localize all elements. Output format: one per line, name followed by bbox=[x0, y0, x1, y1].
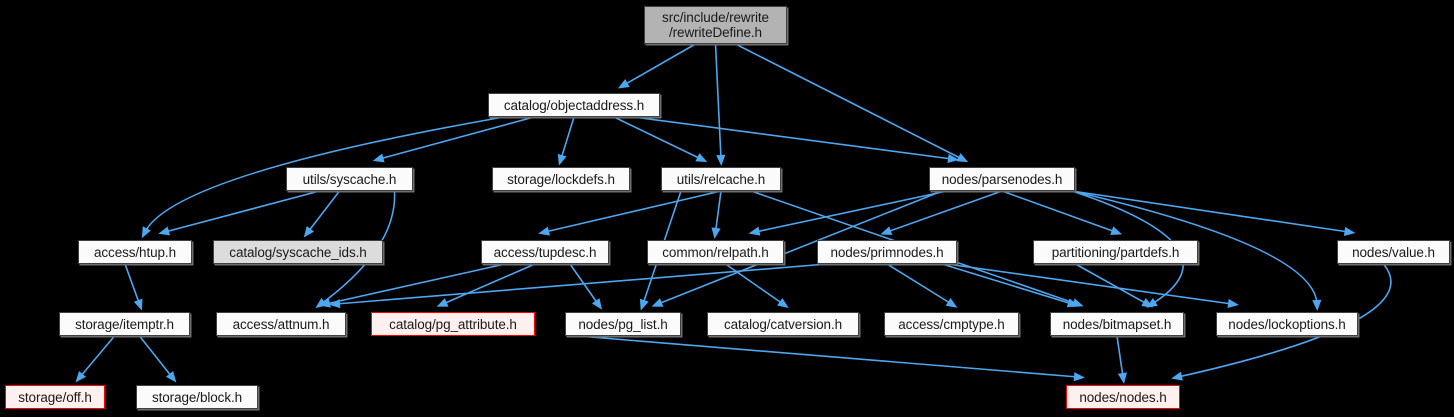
graph-edge-arrow bbox=[158, 227, 170, 236]
graph-edge-syscache-to-syscacheids bbox=[308, 191, 340, 232]
graph-edge-relcache-to-relpath bbox=[716, 191, 722, 232]
graph-edge-arrow bbox=[304, 226, 314, 238]
graph-node-attnum[interactable]: access/attnum.h bbox=[216, 312, 346, 336]
graph-node-cmptype[interactable]: access/cmptype.h bbox=[884, 312, 1019, 336]
graph-edge-arrow bbox=[592, 298, 602, 310]
graph-node-label: catalog/pg_attribute.h bbox=[389, 317, 517, 332]
graph-edge-arrow bbox=[1110, 226, 1122, 235]
graph-node-label: catalog/objectaddress.h bbox=[504, 98, 644, 113]
graph-edge-arrow bbox=[373, 154, 385, 163]
graph-edge-objectaddress-to-parsenodes bbox=[634, 117, 952, 159]
graph-node-root[interactable]: src/include/rewrite /rewriteDefine.h bbox=[644, 6, 787, 44]
graph-node-label: access/cmptype.h bbox=[898, 317, 1004, 332]
graph-edge-arrow bbox=[538, 227, 550, 236]
graph-edge-arrow bbox=[1074, 372, 1085, 381]
graph-edge-syscache-to-htup bbox=[165, 191, 320, 232]
graph-node-label: catalog/syscache_ids.h bbox=[229, 245, 366, 260]
graph-edge-root-to-parsenodes bbox=[736, 44, 963, 159]
graph-node-itemptr[interactable]: storage/itemptr.h bbox=[59, 312, 190, 336]
graph-edge-itemptr-to-off bbox=[80, 336, 115, 377]
graph-node-nodes[interactable]: nodes/nodes.h bbox=[1066, 385, 1180, 409]
graph-edge-arrow bbox=[166, 371, 176, 382]
graph-edge-root-to-objectaddress bbox=[624, 44, 696, 85]
graph-node-label: storage/lockdefs.h bbox=[507, 172, 615, 187]
graph-edge-parsenodes-to-value bbox=[1072, 191, 1349, 232]
graph-edge-arrow bbox=[651, 298, 663, 307]
graph-edge-arrow bbox=[640, 299, 649, 311]
graph-node-label: nodes/parsenodes.h bbox=[942, 172, 1063, 187]
graph-node-syscache[interactable]: utils/syscache.h bbox=[286, 167, 413, 191]
graph-node-relcache[interactable]: utils/relcache.h bbox=[661, 167, 781, 191]
graph-edge-arrow bbox=[618, 79, 630, 88]
graph-node-bitmapset[interactable]: nodes/bitmapset.h bbox=[1050, 312, 1184, 336]
graph-edge-arrow bbox=[946, 298, 958, 308]
graph-edge-arrow bbox=[134, 299, 143, 311]
graph-node-parsenodes[interactable]: nodes/parsenodes.h bbox=[929, 167, 1075, 191]
graph-node-label: access/tupdesc.h bbox=[494, 245, 597, 260]
graph-edge-htup-to-itemptr bbox=[125, 264, 140, 304]
graph-node-label: src/include/rewrite /rewriteDefine.h bbox=[662, 10, 769, 40]
graph-edge-primnodes-to-lockoptions bbox=[947, 264, 1232, 304]
graph-node-label: nodes/pg_list.h bbox=[578, 317, 667, 332]
graph-node-label: storage/off.h bbox=[18, 390, 92, 405]
graph-node-off[interactable]: storage/off.h bbox=[5, 385, 105, 409]
graph-edge-primnodes-to-cmptype bbox=[887, 264, 952, 304]
graph-node-syscacheids[interactable]: catalog/syscache_ids.h bbox=[213, 240, 383, 264]
graph-node-pglist[interactable]: nodes/pg_list.h bbox=[565, 312, 681, 336]
graph-node-relpath[interactable]: common/relpath.h bbox=[647, 240, 784, 264]
graph-edge-arrow bbox=[1171, 372, 1183, 381]
graph-edge-arrow bbox=[1118, 372, 1127, 384]
graph-node-label: common/relpath.h bbox=[662, 245, 768, 260]
graph-edge-tupdesc-to-pgattribute bbox=[443, 264, 535, 304]
graph-edge-bitmapset-to-nodes bbox=[1117, 336, 1123, 377]
graph-edge-arrow bbox=[558, 154, 567, 166]
graph-node-label: access/attnum.h bbox=[233, 317, 330, 332]
graph-node-primnodes[interactable]: nodes/primnodes.h bbox=[817, 240, 957, 264]
graph-node-value[interactable]: nodes/value.h bbox=[1337, 240, 1450, 264]
graph-edge-arrow bbox=[749, 227, 761, 236]
graph-node-block[interactable]: storage/block.h bbox=[136, 385, 258, 409]
graph-node-label: utils/relcache.h bbox=[677, 172, 765, 187]
graph-edge-parsenodes-to-primnodes bbox=[887, 191, 1002, 232]
graph-node-partdefs[interactable]: partitioning/partdefs.h bbox=[1033, 240, 1198, 264]
graph-edge-pglist-to-nodes bbox=[578, 336, 1078, 377]
graph-node-lockoptions[interactable]: nodes/lockoptions.h bbox=[1216, 312, 1358, 336]
graph-node-label: nodes/nodes.h bbox=[1079, 390, 1166, 405]
graph-edge-arrow bbox=[1344, 227, 1356, 236]
graph-edge-arrow bbox=[1312, 300, 1321, 311]
graph-edge-arrow bbox=[777, 298, 789, 308]
graph-node-objectaddress[interactable]: catalog/objectaddress.h bbox=[488, 93, 660, 117]
graph-edge-objectaddress-to-relcache bbox=[614, 117, 701, 159]
graph-node-tupdesc[interactable]: access/tupdesc.h bbox=[481, 240, 609, 264]
graph-node-label: nodes/primnodes.h bbox=[830, 245, 943, 260]
graph-edge-arrow bbox=[1227, 299, 1239, 308]
graph-node-label: storage/block.h bbox=[152, 390, 242, 405]
graph-edge-primnodes-to-bitmapset bbox=[942, 264, 1072, 304]
graph-node-pgattribute[interactable]: catalog/pg_attribute.h bbox=[371, 312, 535, 336]
graph-node-label: partitioning/partdefs.h bbox=[1052, 245, 1180, 260]
graph-node-label: utils/syscache.h bbox=[303, 172, 397, 187]
graph-node-catversion[interactable]: catalog/catversion.h bbox=[707, 312, 859, 336]
graph-node-lockdefs[interactable]: storage/lockdefs.h bbox=[492, 167, 630, 191]
graph-node-label: catalog/catversion.h bbox=[724, 317, 842, 332]
graph-node-label: nodes/bitmapset.h bbox=[1063, 317, 1172, 332]
graph-edge-objectaddress-to-lockdefs bbox=[561, 117, 574, 159]
graph-edge-relcache-to-tupdesc bbox=[545, 191, 721, 232]
graph-edge-itemptr-to-block bbox=[140, 336, 173, 377]
graph-edge-root-to-relcache bbox=[716, 44, 722, 159]
graph-node-label: storage/itemptr.h bbox=[75, 317, 174, 332]
graph-edge-arrow bbox=[142, 226, 151, 238]
graph-node-htup[interactable]: access/htup.h bbox=[78, 240, 192, 264]
graph-edge-objectaddress-to-syscache bbox=[380, 117, 535, 159]
graph-node-label: nodes/lockoptions.h bbox=[1228, 317, 1345, 332]
graph-edge-arrow bbox=[716, 155, 725, 166]
graph-edge-arrow bbox=[711, 227, 720, 239]
graph-node-label: access/htup.h bbox=[94, 245, 176, 260]
graph-edge-arrow bbox=[880, 226, 892, 235]
graph-node-label: nodes/value.h bbox=[1352, 245, 1435, 260]
